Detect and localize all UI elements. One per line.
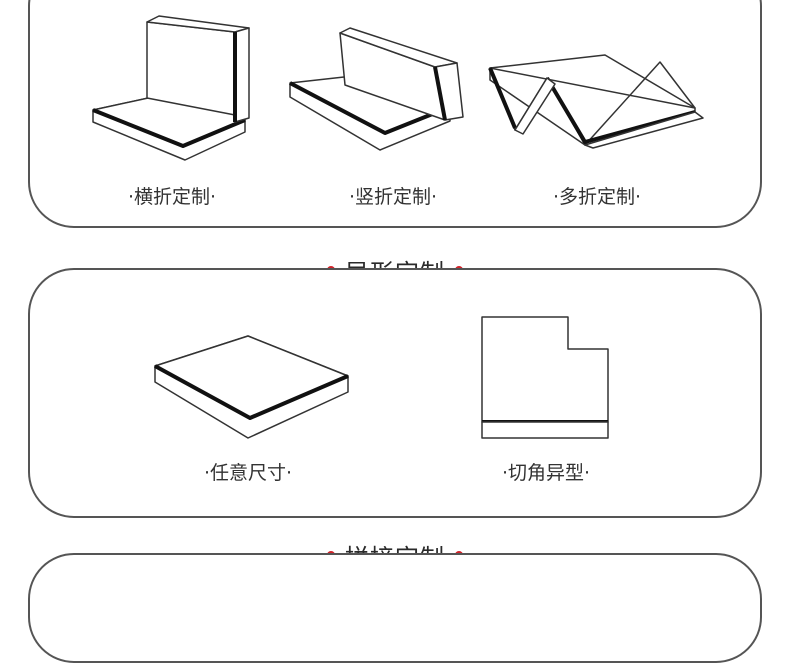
any-size-label: ·任意尺寸· (203, 462, 293, 484)
shape-options-panel (28, 268, 762, 518)
any-size-mattress-icon (154, 335, 349, 439)
vertical-fold-mattress-icon (289, 27, 464, 151)
multi-fold-mattress-icon (488, 54, 704, 149)
horizontal-fold-mattress-icon (92, 15, 250, 161)
horizontal-fold-label: ·横折定制· (127, 186, 217, 208)
multi-fold-label: ·多折定制· (552, 186, 642, 208)
vertical-fold-label: ·竖折定制· (348, 186, 438, 208)
splice-options-panel (28, 553, 762, 663)
corner-cut-label: ·切角异型· (501, 462, 591, 484)
corner-cut-mattress-icon (481, 316, 609, 439)
